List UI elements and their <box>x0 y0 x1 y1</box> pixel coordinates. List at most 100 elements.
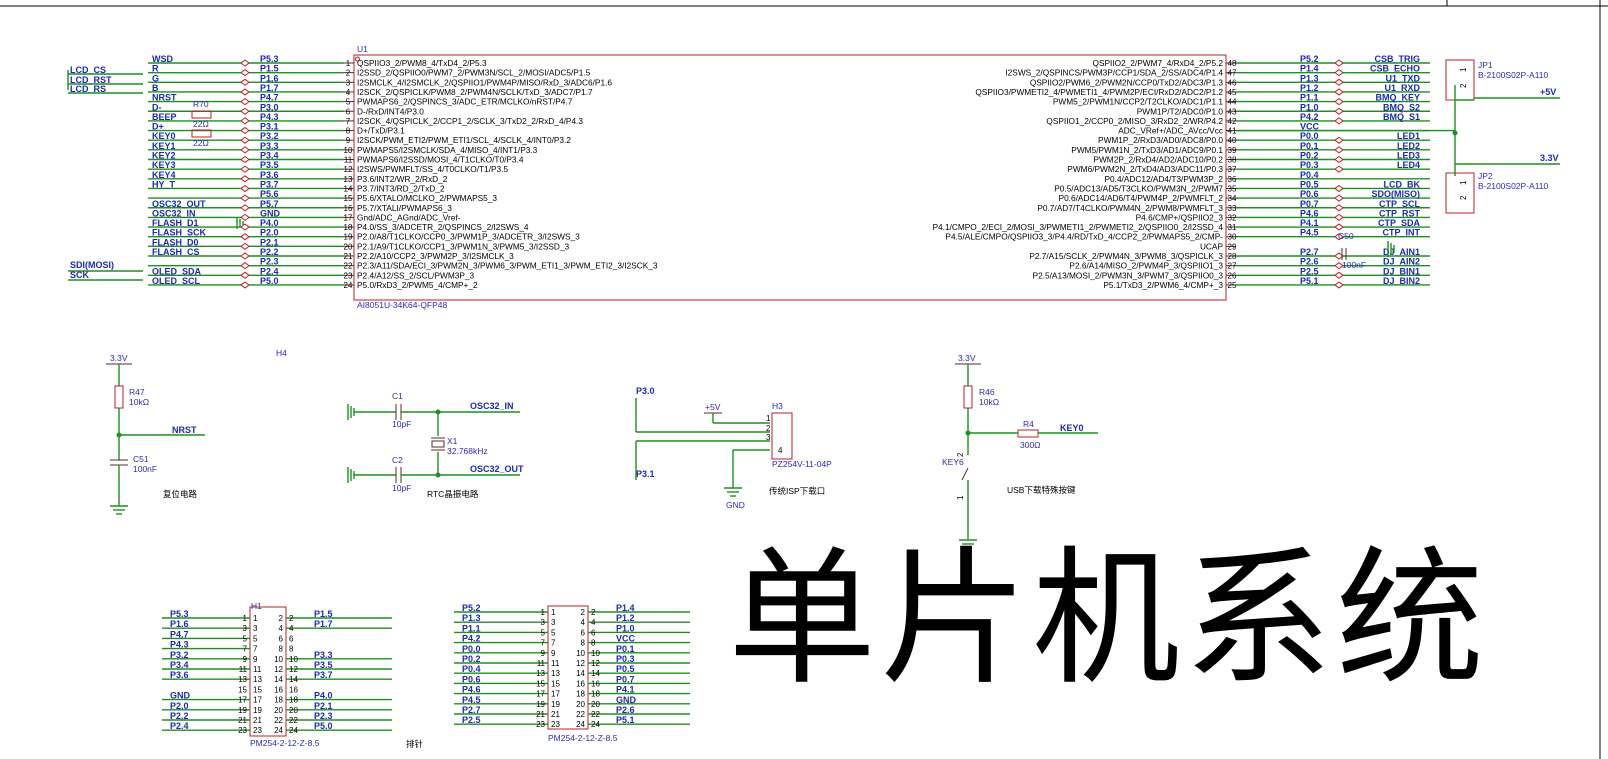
isp-header-h3[interactable] <box>771 412 793 460</box>
mcu-pin-45[interactable]: QSPIIO3/PWMETI2_4/PWMETI1_4/PWM2P/ECI/Rx… <box>975 83 1430 97</box>
mcu-pin-31[interactable]: P4.1/CMPO_2/ECI_2/MOSI_3/PWMETI1_2/PWMET… <box>932 218 1430 232</box>
header-pin-number: 19 <box>551 700 560 709</box>
mcu-pin-10[interactable]: PWMAPS5/I2SMCLK/SDA_4/MISO_4/INT1/P3.310… <box>148 141 538 155</box>
mcu-pin-26[interactable]: P2.5/A13/MOSI_2/PWM3N_3/PWM7_3/QSPIIO0_3… <box>1033 266 1430 280</box>
mcu-pin-19[interactable]: P2.0/A8/T1CLKO/CCP0_3/PWM1P_3/ADCETR_3/I… <box>148 228 580 242</box>
mcu-body <box>353 54 1227 301</box>
mcu-port-label: P3.6 <box>260 170 279 180</box>
mcu-pin-name: QSPIIO2_2/PWM7_4/RxD4_2/P5.2 <box>1092 58 1223 68</box>
mcu-pin-5[interactable]: PWMAPS6_2/QSPINCS_3/ADC_ETR/MCLKO/nRST/P… <box>148 93 573 107</box>
mcu-pin-name: PWM2P_2/RxD4/AD2/ADC10/P0.2 <box>1093 155 1223 165</box>
mcu-pin-4[interactable]: I2SCK_2/QSPICLK/PWM8_2/PWM4N/SCLK/TxD_3/… <box>148 83 593 97</box>
mcu-pin-20[interactable]: P2.1/A9/T1CLKO/CCP1_3/PWM1N_3/PWM5_3/I2S… <box>148 237 570 251</box>
jp1-connector[interactable]: 1 2 JP1 B-2100S02P-A110 +5V <box>1445 59 1560 101</box>
reset-h4: H4 <box>276 348 287 358</box>
mcu-u1[interactable]: U1 AI8051U-34K64-QFP48 QSPIIO3_2/PWM8_4/… <box>148 44 1455 310</box>
resistor-r70[interactable] <box>191 110 212 119</box>
mcu-net-label: OSC32_OUT <box>152 199 206 209</box>
mcu-pin-11[interactable]: PWMAPS6/I2SSD/MOSI_4/T1CLKO/T0/P3.411P3.… <box>148 151 524 165</box>
mcu-pin-28[interactable]: P2.7/A15/SCLK_2/PWM4N_3/PWM8_3/QSPICLK_3… <box>1029 247 1430 261</box>
mcu-pin-18[interactable]: P4.0/SS_3/ADCETR_2/QSPINCS_2/I2SWS_418P4… <box>148 218 529 232</box>
mcu-pin-22[interactable]: P2.3/A11/SDA/ECI_3/PWM2N_3/PWM6_3/PWM_ET… <box>148 257 658 271</box>
header-pin-number: 21 <box>238 716 247 725</box>
mcu-pin-7[interactable]: I2SCK_4/QSPICLK_2/CCP1_2/SCLK_3/TxD2_2/R… <box>148 112 583 126</box>
isp-part: PZ254V-11-04P <box>772 459 832 469</box>
mcu-port-label: P4.1 <box>1300 218 1319 228</box>
crystal-x1[interactable] <box>431 440 445 448</box>
mcu-pin-12[interactable]: I2SWS/PWMFLT/SS_4/T0CLKO/T1/P3.512P3.5KE… <box>148 160 508 174</box>
mcu-pin-number: 18 <box>344 223 353 232</box>
mcu-pin-9[interactable]: I2SCK/PWM_ETI2/PWM_ETI1/SCL_4/SCLK_4/INT… <box>148 131 571 145</box>
resistor-r4[interactable] <box>1017 429 1039 438</box>
resistor-r47[interactable] <box>114 385 124 409</box>
vcc-bus <box>1452 85 1474 176</box>
resistor-r46[interactable] <box>963 385 973 409</box>
key6-switch[interactable] <box>961 467 969 481</box>
ucap-capacitor[interactable]: C50 100nF <box>1338 231 1395 270</box>
mcu-pin-30[interactable]: P4.5/ALE/CMPO/QSPIIO3_3/P4.4/RD/TxD_4/CC… <box>945 228 1430 242</box>
mcu-pin-3[interactable]: I2SMCLK_4/I2SMCLK_2/QSPIIO1/PWM4P/MISO/R… <box>148 73 612 87</box>
mcu-pin-47[interactable]: I2SWS_2/QSPINCS/PWM3P/CCP1/SDA_2/SS/ADC4… <box>1005 64 1430 78</box>
mcu-pin-2[interactable]: I2SSD_2/QSPIIO0/PWM7_2/PWM3N/SCL_2/MOSI/… <box>148 64 591 78</box>
resistor-r71[interactable] <box>191 129 212 138</box>
mcu-pin-21[interactable]: P2.2/A10/CCP2_3/PWM2P_3/I2SMCLK_321P2.2F… <box>148 247 514 261</box>
mcu-pin-number: 28 <box>1228 252 1237 261</box>
jp2-connector[interactable]: 1 2 JP2 B-2100S02P-A110 3.3V <box>1445 153 1560 214</box>
mcu-port-label: P0.6 <box>1300 189 1319 199</box>
mcu-pin-46[interactable]: QSPIIO2/PWM6_2/PWM2N/CCP0/TxD2/ADC3/P1.3… <box>1030 73 1430 87</box>
